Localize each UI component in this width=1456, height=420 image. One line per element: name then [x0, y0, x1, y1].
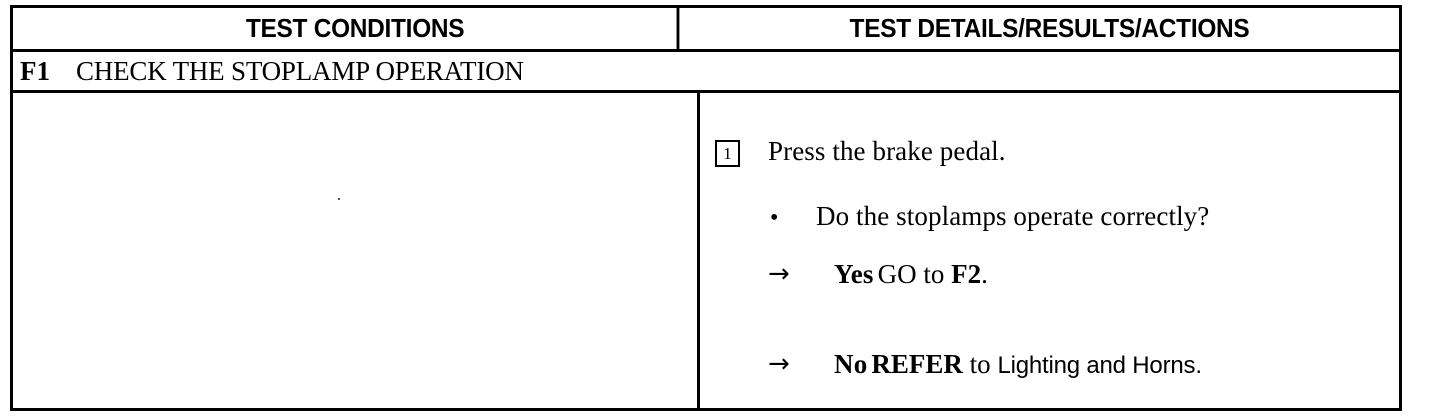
branch-yes-label: Yes	[834, 259, 874, 289]
bullet-icon: •	[770, 205, 779, 231]
branch-yes-action-suffix: .	[981, 259, 988, 289]
column-header-test-conditions: TEST CONDITIONS	[34, 8, 680, 49]
table-header-row: TEST CONDITIONS TEST DETAILS/RESULTS/ACT…	[13, 8, 1399, 52]
paper-speck	[338, 198, 340, 200]
branch-no-action-connector: to	[962, 349, 998, 379]
question-text: Do the stoplamps operate correctly?	[816, 201, 1210, 231]
branch-no: → No REFER to Lighting and Horns.	[768, 351, 1202, 378]
cell-test-conditions	[13, 93, 700, 408]
branch-yes-action-target: F2	[951, 259, 982, 289]
arrow-right-icon: →	[768, 259, 790, 289]
arrow-right-icon: →	[768, 349, 790, 379]
table-body-row: 1 Press the brake pedal. • Do the stopla…	[13, 93, 1399, 408]
diagnostic-test-table: TEST CONDITIONS TEST DETAILS/RESULTS/ACT…	[10, 5, 1402, 411]
step-number-box: 1	[715, 140, 740, 167]
branch-yes-action-verb: GO	[877, 259, 917, 289]
branch-no-action: REFER to Lighting and Horns.	[871, 349, 1202, 379]
branch-yes-action-connector: to	[916, 259, 952, 289]
cell-test-details: 1 Press the brake pedal. • Do the stopla…	[700, 93, 1399, 408]
branch-yes-action: GO to F2.	[878, 259, 988, 289]
branch-no-action-verb: REFER	[871, 349, 963, 379]
test-step: 1 Press the brake pedal.	[715, 138, 1389, 167]
section-title: CHECK THE STOPLAMP OPERATION	[76, 55, 524, 86]
column-header-test-details: TEST DETAILS/RESULTS/ACTIONS	[849, 13, 1250, 43]
branch-yes: → Yes GO to F2.	[768, 261, 988, 288]
question-bullet-item: • Do the stoplamps operate correctly?	[770, 201, 1210, 231]
branch-no-action-target: Lighting and Horns	[997, 352, 1196, 379]
branch-no-action-suffix: .	[1195, 352, 1202, 379]
step-instruction: Press the brake pedal.	[768, 136, 1006, 166]
section-code: F1	[20, 55, 50, 86]
section-banner-row: F1 CHECK THE STOPLAMP OPERATION	[13, 52, 1399, 93]
branch-no-label: No	[834, 349, 868, 379]
